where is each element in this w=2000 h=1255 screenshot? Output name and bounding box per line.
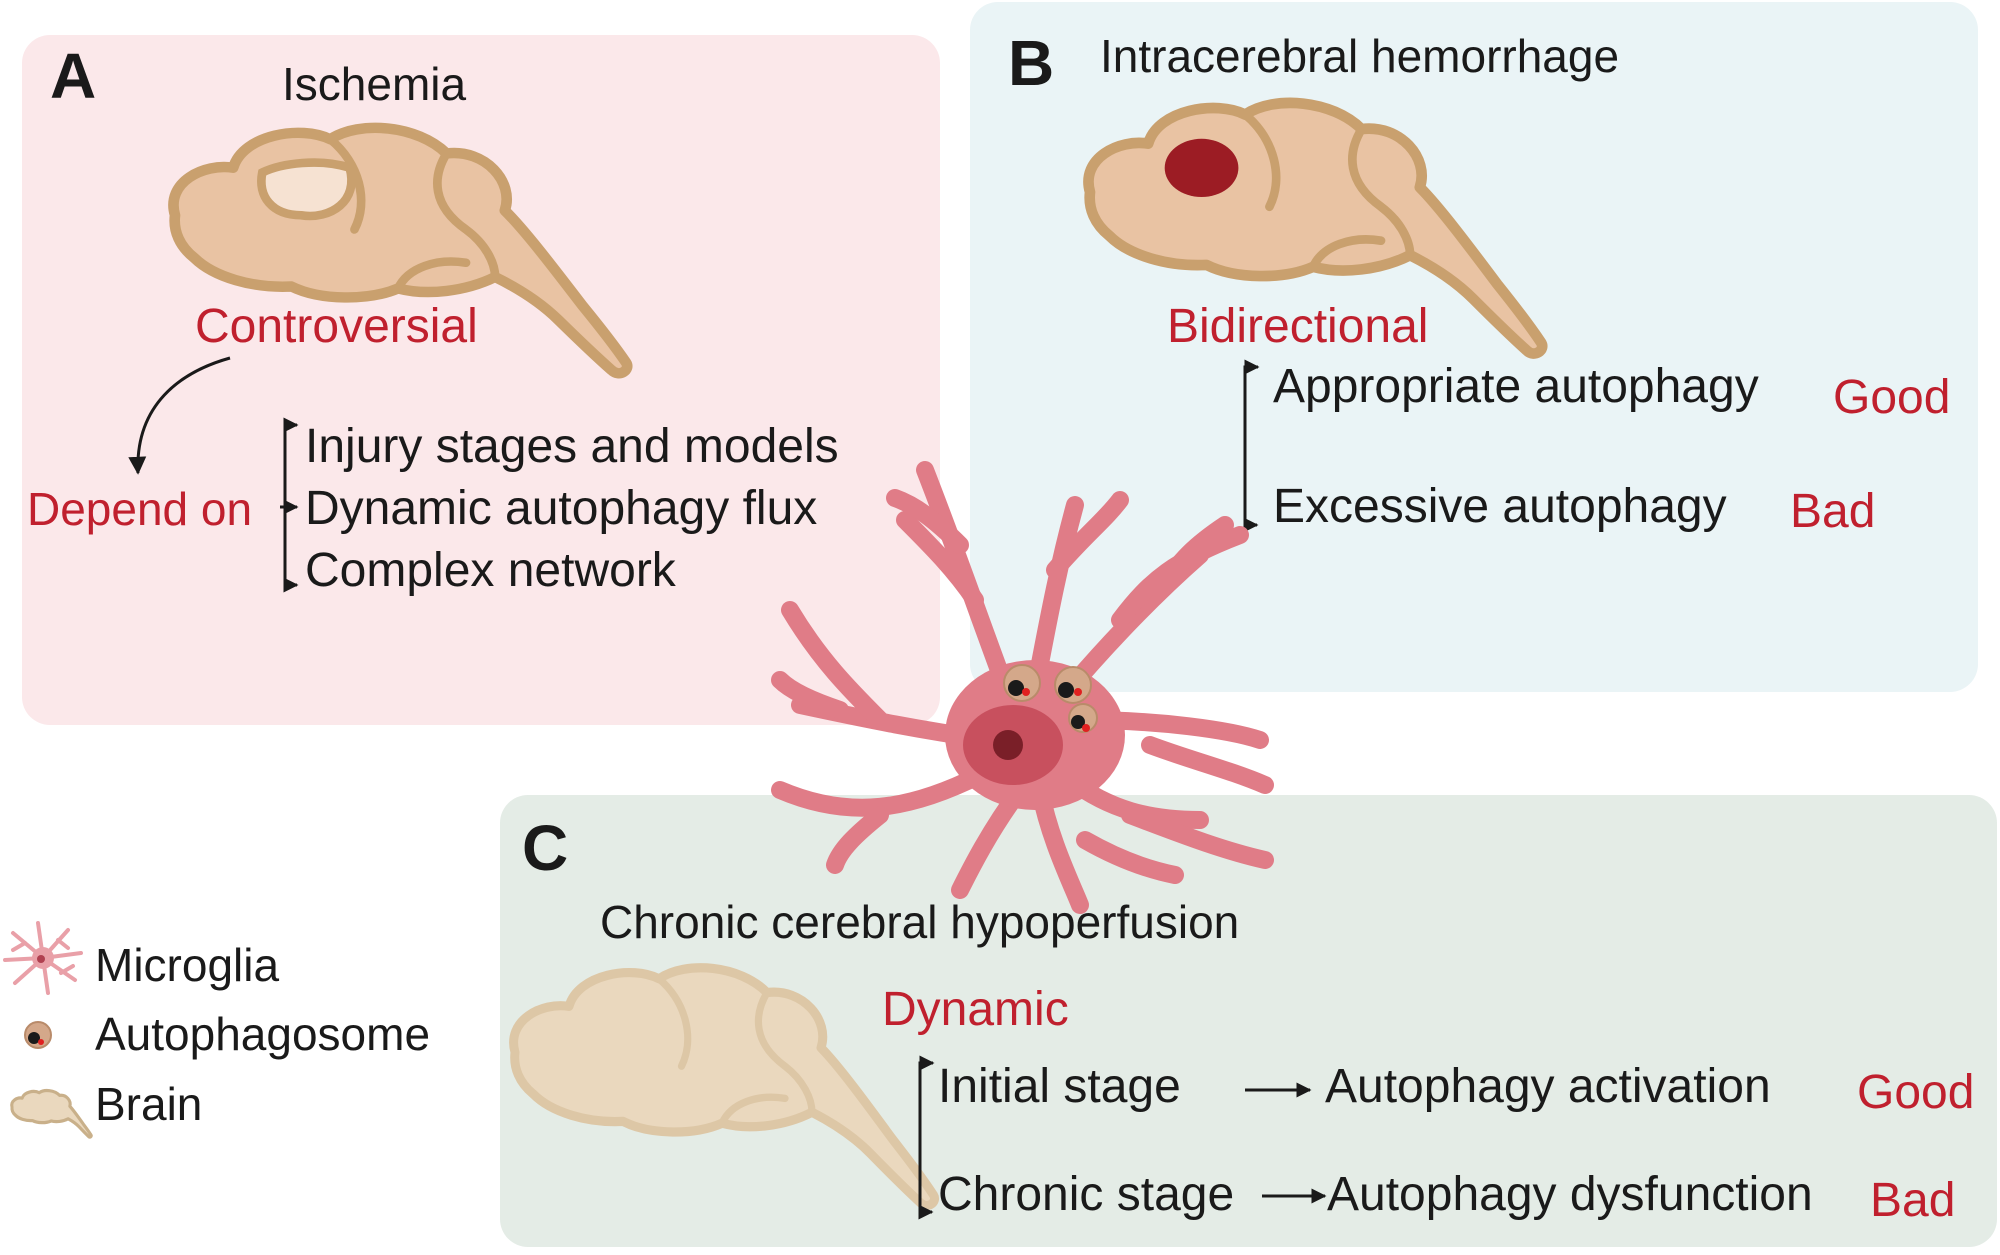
panel-b-background — [970, 2, 1978, 692]
microglia-icon — [771, 461, 1274, 914]
panel-b-outcome: Good — [1833, 371, 1950, 424]
brain-icon — [10, 1088, 93, 1139]
panel-b-outcome: Bad — [1790, 485, 1875, 538]
panel-c-result: Autophagy dysfunction — [1327, 1168, 1813, 1221]
legend: Microglia Autophagosome Brain — [3, 921, 430, 1139]
autophagosome-icon — [1003, 664, 1041, 702]
bracket-c — [918, 1055, 935, 1220]
autophagosome-icon — [24, 1021, 52, 1049]
curved-arrow — [128, 356, 231, 475]
panel-b-item: Appropriate autophagy — [1273, 360, 1759, 413]
panel-c-stage: Initial stage — [938, 1060, 1181, 1113]
panel-b-letter: B — [1008, 27, 1054, 99]
panel-b-verdict: Bidirectional — [1167, 300, 1428, 353]
bracket-b — [1243, 359, 1260, 533]
brain-icon — [1088, 103, 1542, 354]
panel-c-letter: C — [522, 812, 568, 884]
brain-icon — [173, 128, 627, 373]
panel-a-title: Ischemia — [282, 58, 466, 110]
legend-label: Microglia — [95, 939, 279, 991]
panel-c-outcome: Bad — [1870, 1174, 1955, 1227]
brain-icon — [514, 968, 935, 1206]
panel-c-stage: Chronic stage — [938, 1168, 1234, 1221]
panel-c-outcome: Good — [1857, 1066, 1974, 1119]
panel-c-verdict: Dynamic — [882, 983, 1069, 1036]
panel-b-title: Intracerebral hemorrhage — [1100, 30, 1619, 82]
legend-label: Brain — [95, 1078, 202, 1130]
panel-a-item: Dynamic autophagy flux — [305, 482, 817, 535]
panel-a-item: Injury stages and models — [305, 420, 839, 473]
autophagosome-icon — [1054, 666, 1092, 704]
panel-c-title: Chronic cerebral hypoperfusion — [600, 896, 1239, 948]
panel-b-item: Excessive autophagy — [1273, 480, 1727, 533]
panel-a-letter: A — [50, 40, 96, 112]
autophagosome-icon — [1068, 703, 1098, 733]
legend-label: Autophagosome — [95, 1008, 430, 1060]
microglia-icon — [3, 921, 83, 995]
panel-a-verdict: Controversial — [195, 300, 478, 353]
panel-a-item: Complex network — [305, 544, 677, 597]
bracket-a — [280, 417, 299, 593]
panel-c-result: Autophagy activation — [1325, 1060, 1771, 1113]
hemorrhage-spot — [1164, 138, 1239, 197]
depend-on-label: Depend on — [27, 483, 252, 535]
